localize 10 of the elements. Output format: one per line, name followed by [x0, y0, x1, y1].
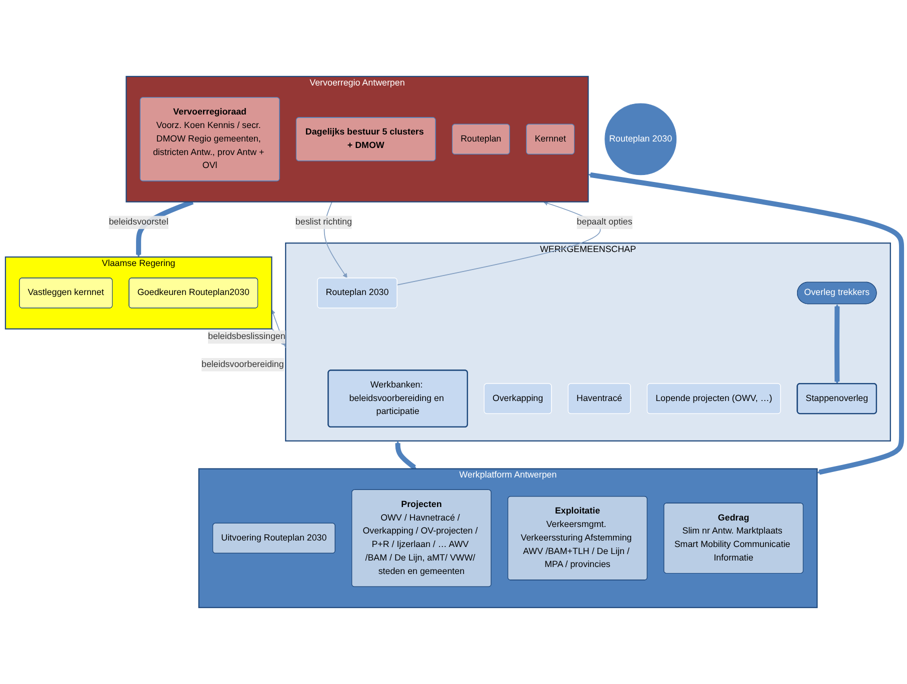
arrow [588, 172, 904, 475]
edge-label: bepaalt opties [576, 217, 632, 227]
node-circle: Routeplan 2030 [604, 103, 677, 176]
edge-label: beleidsvoorstel [108, 217, 168, 227]
arrow [395, 440, 416, 470]
edge-label: beleidsbeslissingen [208, 332, 286, 342]
arrow [396, 200, 601, 286]
edge-label: beslist richting [295, 217, 352, 227]
edge-label: beleidsvoorbereiding [202, 360, 284, 370]
arrow [834, 304, 840, 384]
